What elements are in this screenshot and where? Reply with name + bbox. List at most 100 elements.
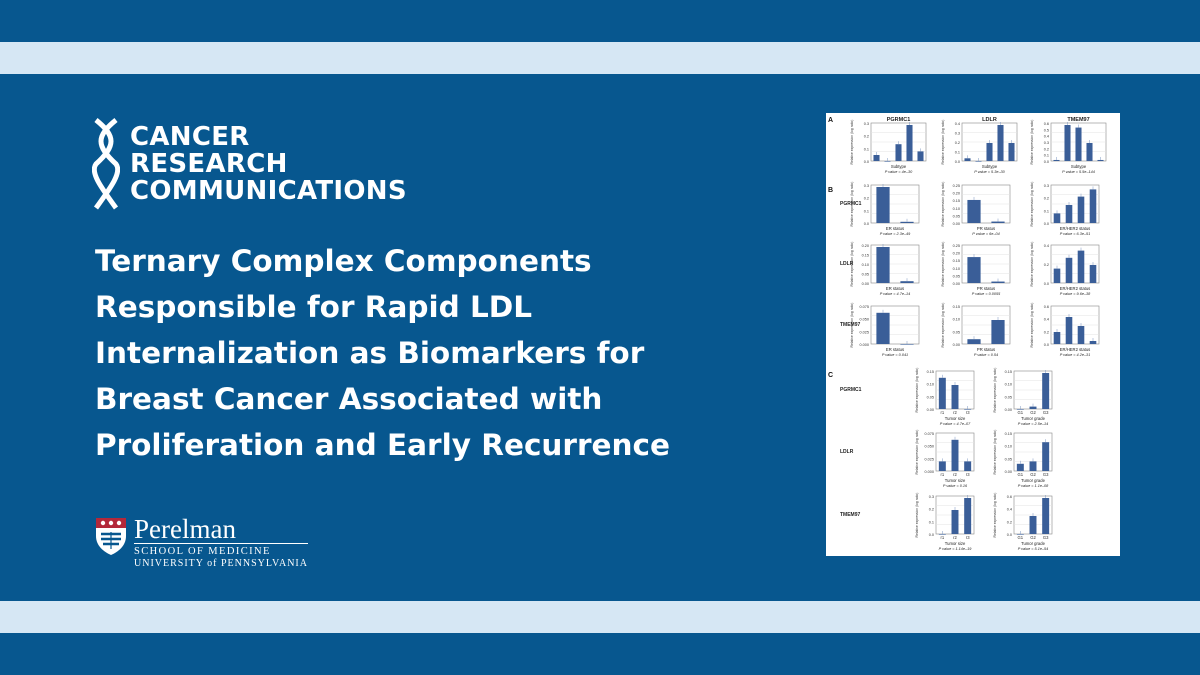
x-tick-label: r2 <box>953 410 957 415</box>
institution-school: SCHOOL OF MEDICINE <box>134 543 308 558</box>
p-value-label: P value = 6.3e–51 <box>1060 232 1091 236</box>
y-tick-label: 0.05 <box>953 214 960 218</box>
y-tick-label: 0.05 <box>953 274 960 278</box>
bar <box>964 498 972 534</box>
y-axis-label: Relative expression (log ratio) <box>993 493 997 538</box>
y-tick-label: 0.05 <box>862 273 869 277</box>
y-tick-label: 0.050 <box>924 445 934 449</box>
y-tick-label: 0.025 <box>859 330 869 334</box>
bar <box>975 161 982 162</box>
y-tick-label: 0.00 <box>953 343 960 347</box>
x-axis-label: ER status <box>886 286 904 291</box>
y-axis-label: Relative expression (log ratio) <box>1030 303 1034 348</box>
y-tick-label: 0.0 <box>1044 222 1049 226</box>
x-tick-label: G3 <box>1043 472 1049 477</box>
p-value-label: P value = 0.0055 <box>972 292 1001 296</box>
y-tick-label: 0.10 <box>927 383 934 387</box>
y-axis-label: Relative expression (log ratio) <box>1030 120 1034 165</box>
p-value-label: P value = 4.2e–31 <box>1060 353 1091 357</box>
gene-label: TMEM97 <box>840 322 861 328</box>
bar <box>1077 326 1085 344</box>
bar <box>1016 463 1024 471</box>
x-axis-label: Tumor size <box>945 478 966 483</box>
journal-name-line3: COMMUNICATIONS <box>130 175 407 206</box>
y-tick-label: 0.2 <box>1007 520 1012 524</box>
y-tick-label: 0.15 <box>953 259 960 263</box>
x-tick-label: G2 <box>1030 472 1036 477</box>
bar <box>991 221 1005 223</box>
y-tick-label: 0.25 <box>953 244 960 248</box>
x-tick-label: G3 <box>1043 410 1049 415</box>
p-value-label: P value = 4.7e–07 <box>940 422 971 426</box>
y-axis-label: Relative expression (log ratio) <box>941 242 945 287</box>
y-axis-label: Relative expression (log ratio) <box>915 493 919 538</box>
x-tick-label: G1 <box>1018 410 1024 415</box>
bar <box>951 385 959 409</box>
penn-shield-icon <box>96 518 126 555</box>
y-tick-label: 0.15 <box>927 370 934 374</box>
y-tick-label: 0.00 <box>1005 408 1012 412</box>
bar <box>1016 409 1024 410</box>
bar <box>1029 516 1037 534</box>
y-tick-label: 0.05 <box>927 395 934 399</box>
y-axis-label: Relative expression (log ratio) <box>850 242 854 287</box>
y-tick-label: 0.10 <box>953 207 960 211</box>
y-tick-label: 0.15 <box>953 305 960 309</box>
y-axis-label: Relative expression (log ratio) <box>941 120 945 165</box>
bar <box>967 199 981 223</box>
bar <box>1075 127 1082 161</box>
y-tick-label: 0.3 <box>1044 184 1049 188</box>
article-title-line: Breast Cancer Associated with <box>95 382 603 416</box>
p-value-label: P value = 0.041 <box>882 353 908 357</box>
y-tick-label: 0.4 <box>1044 244 1049 248</box>
bar <box>938 534 946 535</box>
bar <box>1077 196 1085 223</box>
y-tick-label: 0.050 <box>859 318 869 322</box>
top-light-band <box>0 42 1200 74</box>
bar <box>900 344 914 345</box>
y-axis-label: Relative expression (log ratio) <box>915 430 919 475</box>
x-axis-label: Subtype <box>1071 164 1087 169</box>
institution-university: UNIVERSITY of PENNSYLVANIA <box>134 558 308 569</box>
article-title: Ternary Complex Components Responsible f… <box>95 238 735 468</box>
panel-label: A <box>828 117 833 124</box>
p-value-label: P value = 2.3e–49 <box>880 232 911 236</box>
y-tick-label: 0.25 <box>953 184 960 188</box>
x-axis-label: ER status <box>886 226 904 231</box>
y-tick-label: 0.10 <box>1005 445 1012 449</box>
bar <box>900 281 914 283</box>
x-axis-label: ER/HER2 status <box>1060 226 1091 231</box>
journal-name: CANCER RESEARCH COMMUNICATIONS <box>130 123 407 206</box>
bar <box>938 377 946 409</box>
x-tick-label: r1 <box>940 472 944 477</box>
y-tick-label: 0.6 <box>1007 495 1012 499</box>
x-tick-label: G2 <box>1030 410 1036 415</box>
y-tick-label: 0.00 <box>953 222 960 226</box>
y-tick-label: 0.0 <box>1044 343 1049 347</box>
bar <box>1065 317 1073 344</box>
y-tick-label: 0.3 <box>864 122 869 126</box>
p-value-label: P value = 0.16 <box>943 484 968 488</box>
y-tick-label: 0.0 <box>864 222 869 226</box>
bottom-light-band <box>0 601 1200 633</box>
y-axis-label: Relative expression (log ratio) <box>915 368 919 413</box>
p-value-label: P value = 5.5e–144 <box>1062 170 1095 174</box>
x-tick-label: r2 <box>953 472 957 477</box>
top-dark-band <box>0 0 1200 42</box>
y-tick-label: 0.2 <box>864 197 869 201</box>
x-axis-label: Subtype <box>891 164 907 169</box>
p-value-label: P value = 9.6e–38 <box>1060 292 1091 296</box>
p-value-label: P value = 5.3e–30 <box>974 170 1005 174</box>
y-tick-label: 0.15 <box>862 254 869 258</box>
x-axis-label: PR status <box>977 286 995 291</box>
y-tick-label: 0.025 <box>924 457 934 461</box>
y-tick-label: 0.2 <box>1044 147 1049 151</box>
p-value-label: P value = 1.1e–08 <box>1018 484 1049 488</box>
bar <box>1053 213 1061 223</box>
y-tick-label: 0.00 <box>862 282 869 286</box>
p-value-label: P value = 0.54 <box>974 353 998 357</box>
y-tick-label: 0.4 <box>955 122 960 126</box>
y-tick-label: 0.2 <box>1044 263 1049 267</box>
x-axis-label: Tumor grade <box>1021 478 1045 483</box>
y-tick-label: 0.05 <box>1005 395 1012 399</box>
